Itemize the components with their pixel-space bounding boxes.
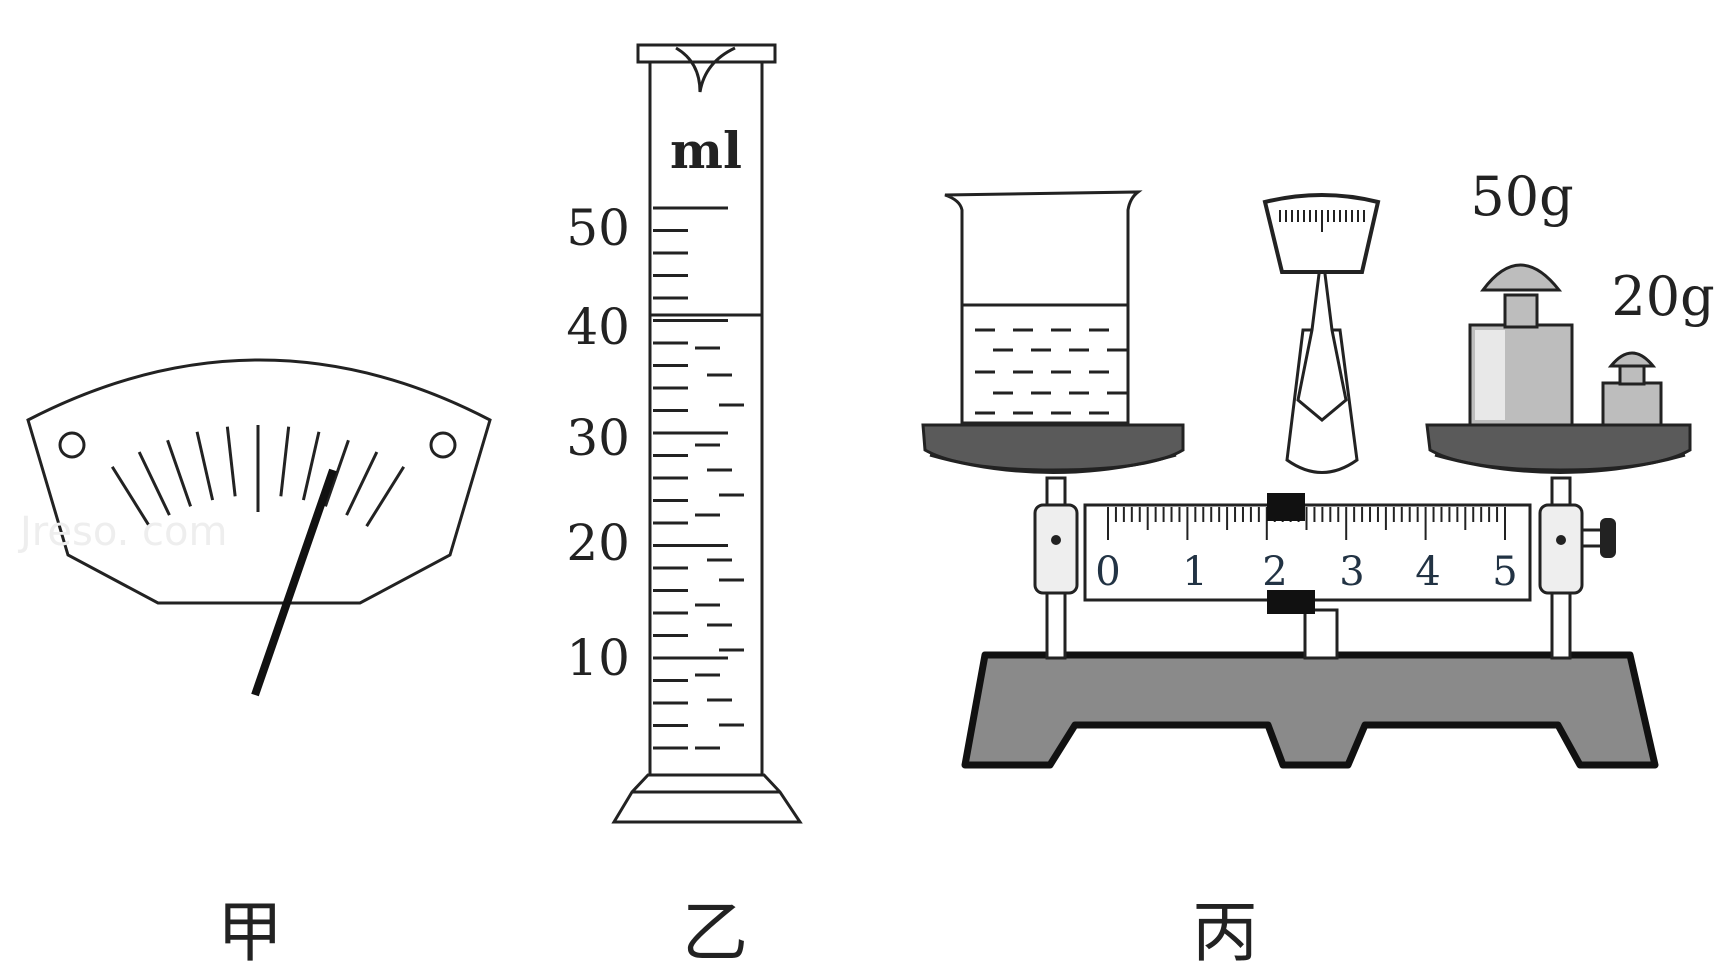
balance-post (1303, 608, 1339, 660)
beam-label-5: 5 (1492, 549, 1517, 595)
cylinder-scale (653, 206, 728, 750)
meter-tick (195, 431, 215, 501)
beaker (944, 190, 1143, 425)
cylinder-label-20: 20 (566, 514, 630, 572)
cylinder-label-50: 50 (566, 199, 630, 257)
cylinder-base (611, 773, 803, 824)
right-pan-lip (1434, 453, 1686, 474)
cylinder-rim (636, 43, 777, 64)
balance-caption: 丙 (1192, 894, 1258, 971)
meter-tick (137, 451, 171, 516)
weight-20g-label: 20g (1611, 265, 1714, 328)
balance: 0 1 2 3 4 5 50g 20g (921, 165, 1715, 971)
balance-base (961, 651, 1659, 769)
meter-screw-right (429, 431, 457, 459)
right-knife-block (1538, 503, 1584, 595)
meter-tick (365, 465, 405, 527)
beam-label-2: 2 (1262, 549, 1287, 595)
balancing-nut (1580, 528, 1604, 548)
meter-tick (345, 451, 379, 516)
meter-caption: 甲 (217, 894, 283, 971)
rider-bottom (1267, 590, 1315, 614)
beam-label-1: 1 (1182, 549, 1207, 595)
beam-label-4: 4 (1415, 549, 1440, 595)
cylinder-label-10: 10 (566, 629, 630, 687)
balance-pointer (1296, 249, 1348, 422)
measuring-cylinder: ml 50 40 30 20 10 乙 (566, 43, 803, 971)
left-pivot (1051, 535, 1061, 545)
meter-tick (301, 431, 321, 501)
meter-tick (225, 426, 237, 497)
cylinder-caption: 乙 (682, 894, 748, 971)
right-pivot (1556, 535, 1566, 545)
left-knife-block (1033, 503, 1079, 595)
beam-label-3: 3 (1339, 549, 1364, 595)
beam-label-0: 0 (1095, 549, 1120, 595)
left-pan-lip (929, 453, 1177, 474)
balancing-knob (1600, 518, 1616, 558)
rider-top (1267, 493, 1305, 521)
meter: Jreso. com 甲 (17, 358, 492, 971)
weight-50g (1468, 263, 1574, 427)
meter-screw-left (58, 431, 86, 459)
beam-scale (1107, 507, 1506, 540)
cylinder-label-40: 40 (566, 298, 630, 356)
beaker-liquid-marks (975, 328, 1127, 415)
meter-needle (251, 468, 337, 697)
meter-tick (279, 426, 291, 497)
meter-tick (111, 465, 151, 527)
meter-tick (324, 439, 350, 507)
cylinder-liquid-marks (695, 346, 744, 750)
meter-tick (166, 439, 192, 507)
balance-dial (1262, 193, 1381, 274)
balance-dial-scale (1279, 210, 1365, 232)
beaker-liquid (966, 305, 1126, 423)
meter-watermark: Jreso. com (17, 509, 227, 555)
cylinder-spout (675, 46, 736, 93)
meter-scale (111, 425, 405, 527)
weight-20g (1601, 351, 1663, 427)
weight-50g-label: 50g (1470, 165, 1573, 228)
cylinder-unit: ml (670, 121, 742, 180)
cylinder-label-30: 30 (566, 409, 630, 467)
